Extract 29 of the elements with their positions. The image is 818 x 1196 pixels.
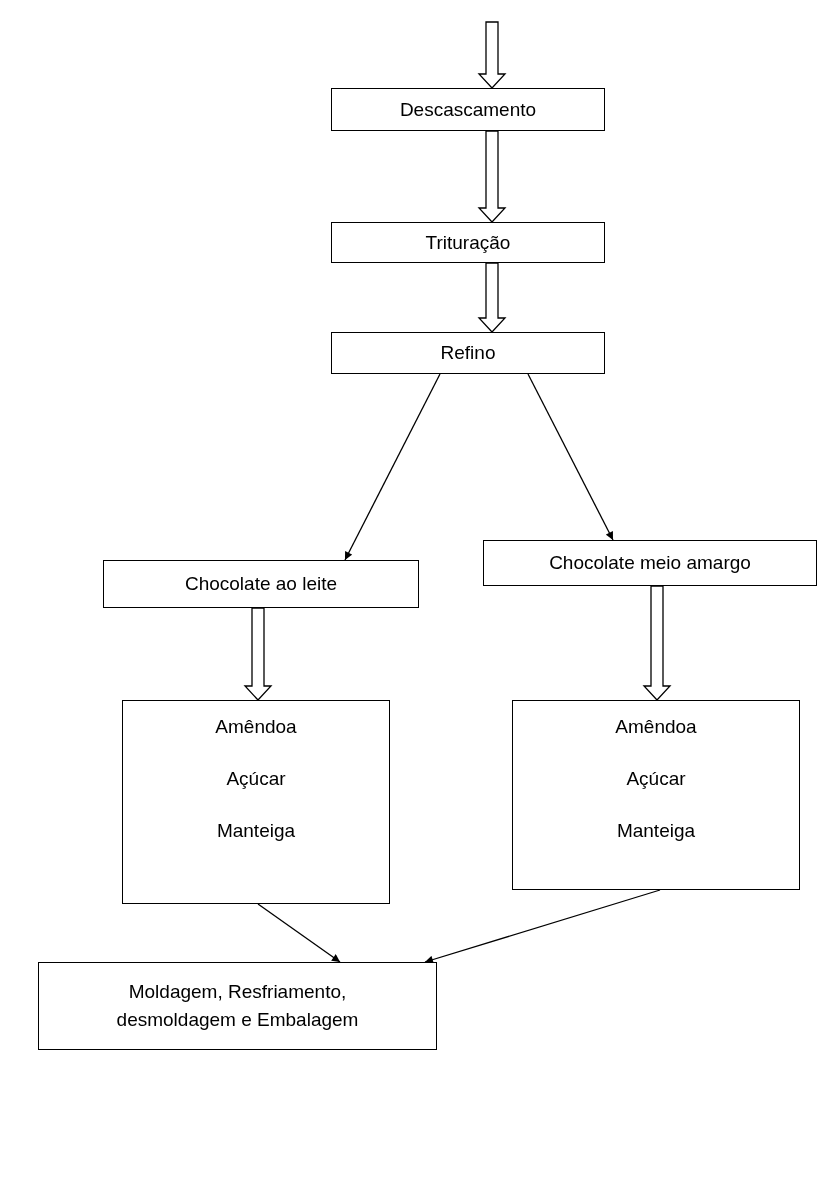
process-box — [512, 700, 800, 890]
step-label: Trituração — [425, 230, 511, 255]
process-box — [103, 560, 419, 608]
hollow-arrow — [477, 262, 507, 333]
process-box — [122, 700, 390, 904]
hollow-arrow — [642, 585, 672, 701]
process-box — [331, 88, 605, 131]
step-label: Descascamento — [399, 97, 537, 122]
step-label: Açúcar — [626, 767, 686, 791]
step-label: Moldagem, Resfriamento, desmoldagem e Embalagem — [115, 980, 360, 1032]
hollow-arrow — [477, 21, 507, 89]
process-box — [483, 540, 817, 586]
arrow — [344, 373, 441, 561]
step-label: Manteiga — [616, 819, 696, 843]
arrow — [257, 903, 341, 963]
step-label: Chocolate meio amargo — [549, 551, 751, 575]
arrow — [527, 373, 614, 541]
step-label: Manteiga — [216, 819, 296, 843]
step-label: Açúcar — [226, 767, 286, 791]
process-box — [331, 332, 605, 374]
step-label: Amêndoa — [615, 715, 697, 739]
step-label: Amêndoa — [215, 715, 297, 739]
step-label: Refino — [440, 341, 496, 365]
hollow-arrow — [477, 130, 507, 223]
hollow-arrow — [243, 607, 273, 701]
process-box — [38, 962, 437, 1050]
step-label: Chocolate ao leite — [184, 572, 338, 596]
arrow — [424, 889, 661, 964]
process-box — [331, 222, 605, 263]
